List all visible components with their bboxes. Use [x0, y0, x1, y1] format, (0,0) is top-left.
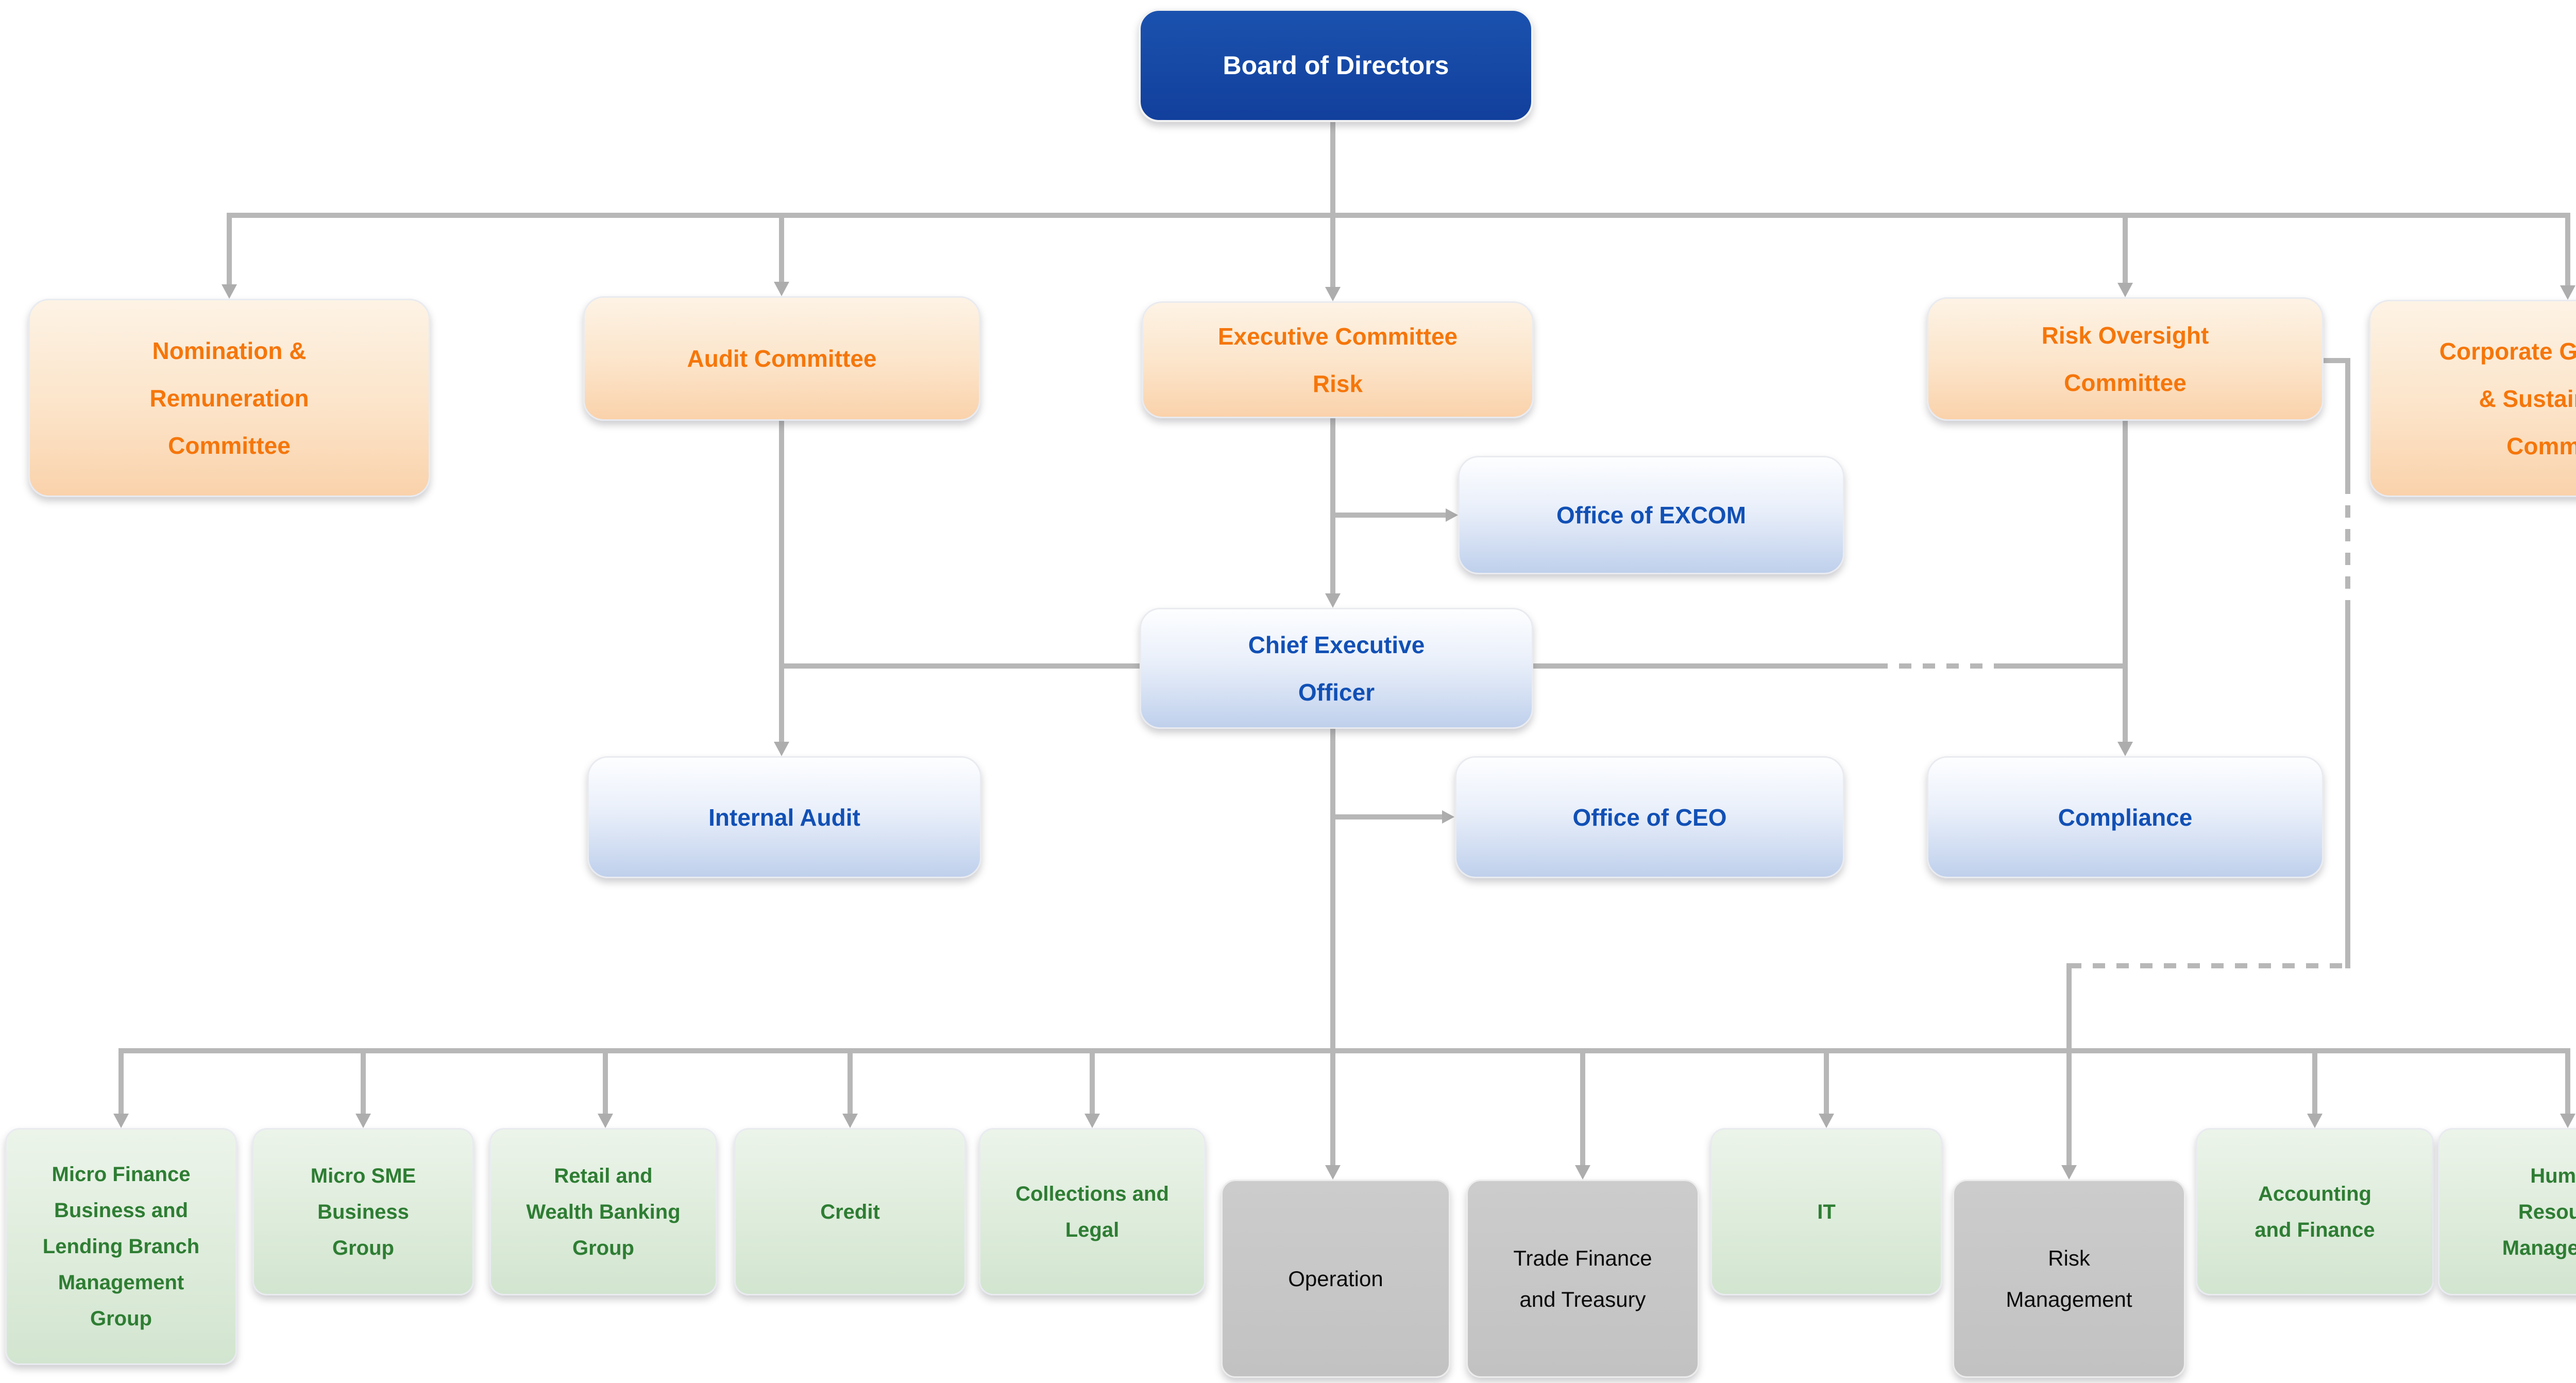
node-label: Office of EXCOM — [1556, 502, 1747, 528]
node-label: Micro SME Business Group — [310, 1164, 416, 1259]
connector-stub-retail — [603, 1048, 608, 1114]
node-label: Risk Oversight Committee — [2041, 322, 2209, 396]
arrowhead-human-resource — [2560, 1114, 2575, 1128]
node-label: Retail and Wealth Banking Group — [526, 1164, 681, 1259]
node-retail-wealth-banking-group: Retail and Wealth Banking Group — [489, 1128, 717, 1295]
node-label: IT — [1817, 1200, 1836, 1223]
connector-stub-accounting — [2312, 1048, 2317, 1114]
node-label: Collections and Legal — [1015, 1182, 1169, 1241]
node-risk-management: Risk Management — [1953, 1180, 2185, 1378]
connector-ceo-right-solid-b — [1996, 663, 2125, 669]
node-trade-finance-and-treasury: Trade Finance and Treasury — [1466, 1180, 1699, 1378]
arrowhead-ceo — [1325, 593, 1341, 608]
connector-stub-trade-finance — [1580, 1048, 1585, 1165]
node-label: Chief Executive Officer — [1248, 631, 1425, 706]
arrowhead-retail — [598, 1114, 613, 1128]
node-operation: Operation — [1221, 1180, 1450, 1378]
connector-division-bar — [118, 1048, 2568, 1053]
node-board-of-directors: Board of Directors — [1139, 9, 1533, 122]
connector-stub-executive — [1330, 213, 1335, 287]
node-label: Accounting and Finance — [2255, 1182, 2375, 1241]
arrowhead-collections — [1084, 1114, 1100, 1128]
node-label: Human Resource Management — [2502, 1164, 2576, 1259]
connector-stub-risk-oversight — [2123, 213, 2128, 283]
connector-risk-oversight-elbow-v1 — [2345, 358, 2350, 482]
connector-stub-corporate-governance — [2565, 213, 2570, 286]
arrowhead-corporate-governance — [2560, 285, 2575, 300]
node-human-resource-management: Human Resource Management — [2438, 1128, 2576, 1295]
node-micro-sme-business-group: Micro SME Business Group — [252, 1128, 474, 1295]
node-label: Corporate Governance & Sustainability Co… — [2439, 337, 2576, 459]
arrowhead-accounting — [2307, 1114, 2323, 1128]
arrowhead-executive — [1325, 287, 1341, 301]
connector-stub-audit — [779, 213, 784, 282]
node-chief-executive-officer: Chief Executive Officer — [1140, 608, 1533, 729]
connector-executive-to-ceo — [1330, 417, 1335, 593]
arrowhead-risk-oversight — [2117, 283, 2133, 297]
arrowhead-internal-audit — [774, 742, 789, 756]
connector-ceo-down — [1330, 729, 1335, 1165]
node-office-of-excom: Office of EXCOM — [1458, 456, 1844, 574]
node-label: Credit — [820, 1200, 880, 1223]
connector-dashed-to-risk-management — [2069, 963, 2350, 968]
connector-stub-it — [1824, 1048, 1829, 1114]
connector-committee-bar — [227, 213, 2570, 218]
connector-ceo-right-solid-a — [1533, 663, 1875, 669]
node-audit-committee: Audit Committee — [583, 296, 980, 421]
node-corporate-governance-sustainability-committee: Corporate Governance & Sustainability Co… — [2369, 300, 2576, 497]
arrowhead-nomination — [222, 284, 237, 299]
connector-risk-oversight-elbow-v-dashed — [2345, 482, 2350, 600]
connector-risk-oversight-elbow-v2 — [2345, 600, 2350, 968]
node-label: Internal Audit — [708, 804, 860, 831]
connector-audit-to-internal-audit — [779, 421, 784, 742]
connector-stub-nomination — [227, 213, 232, 285]
arrowhead-operation — [1325, 1165, 1341, 1180]
arrowhead-credit — [842, 1114, 858, 1128]
connector-stub-micro-sme — [361, 1048, 366, 1114]
connector-stub-collections — [1090, 1048, 1095, 1114]
node-label: Audit Committee — [687, 345, 877, 372]
node-executive-committee-risk: Executive Committee Risk — [1142, 301, 1534, 418]
connector-stub-human-resource — [2565, 1048, 2570, 1114]
arrowhead-compliance — [2117, 742, 2133, 756]
arrowhead-micro-sme — [355, 1114, 371, 1128]
node-label: Risk Management — [2006, 1245, 2132, 1311]
connector-branch-office-ceo — [1333, 814, 1443, 819]
node-label: Compliance — [2058, 804, 2193, 831]
connector-stub-micro-finance — [118, 1048, 124, 1114]
connector-audit-to-ceo — [782, 663, 1140, 669]
node-compliance: Compliance — [1927, 756, 2324, 878]
connector-ceo-right-dashed — [1875, 663, 1996, 669]
connector-branch-office-excom — [1333, 513, 1446, 518]
arrowhead-audit — [774, 282, 789, 296]
connector-stub-credit — [848, 1048, 853, 1114]
arrowhead-risk-management — [2061, 1165, 2077, 1180]
arrowhead-trade-finance — [1575, 1165, 1590, 1180]
node-label: Nomination & Remuneration Committee — [149, 337, 309, 459]
node-accounting-and-finance: Accounting and Finance — [2196, 1128, 2434, 1295]
node-internal-audit: Internal Audit — [587, 756, 981, 878]
node-label: Micro Finance Business and Lending Branc… — [42, 1163, 200, 1330]
arrowhead-office-excom — [1446, 508, 1458, 522]
node-label: Executive Committee Risk — [1217, 322, 1458, 397]
connector-risk-oversight-elbow-h — [2324, 358, 2350, 363]
node-risk-oversight-committee: Risk Oversight Committee — [1927, 297, 2324, 421]
node-label: Office of CEO — [1572, 804, 1727, 831]
connector-risk-management-down — [2066, 963, 2072, 1165]
node-micro-finance-group: Micro Finance Business and Lending Branc… — [5, 1128, 237, 1365]
node-label: Board of Directors — [1223, 50, 1449, 80]
node-label: Operation — [1288, 1266, 1383, 1291]
node-credit: Credit — [734, 1128, 966, 1295]
connector-board-down — [1330, 122, 1335, 215]
node-nomination-remuneration-committee: Nomination & Remuneration Committee — [28, 299, 430, 497]
node-label: Trade Finance and Treasury — [1513, 1245, 1652, 1311]
node-office-of-ceo: Office of CEO — [1455, 756, 1844, 878]
node-it: IT — [1710, 1128, 1942, 1295]
node-collections-and-legal: Collections and Legal — [979, 1128, 1206, 1295]
connector-risk-oversight-to-compliance — [2123, 421, 2128, 742]
arrowhead-office-ceo — [1442, 810, 1454, 824]
arrowhead-micro-finance — [113, 1114, 129, 1128]
arrowhead-it — [1819, 1114, 1834, 1128]
